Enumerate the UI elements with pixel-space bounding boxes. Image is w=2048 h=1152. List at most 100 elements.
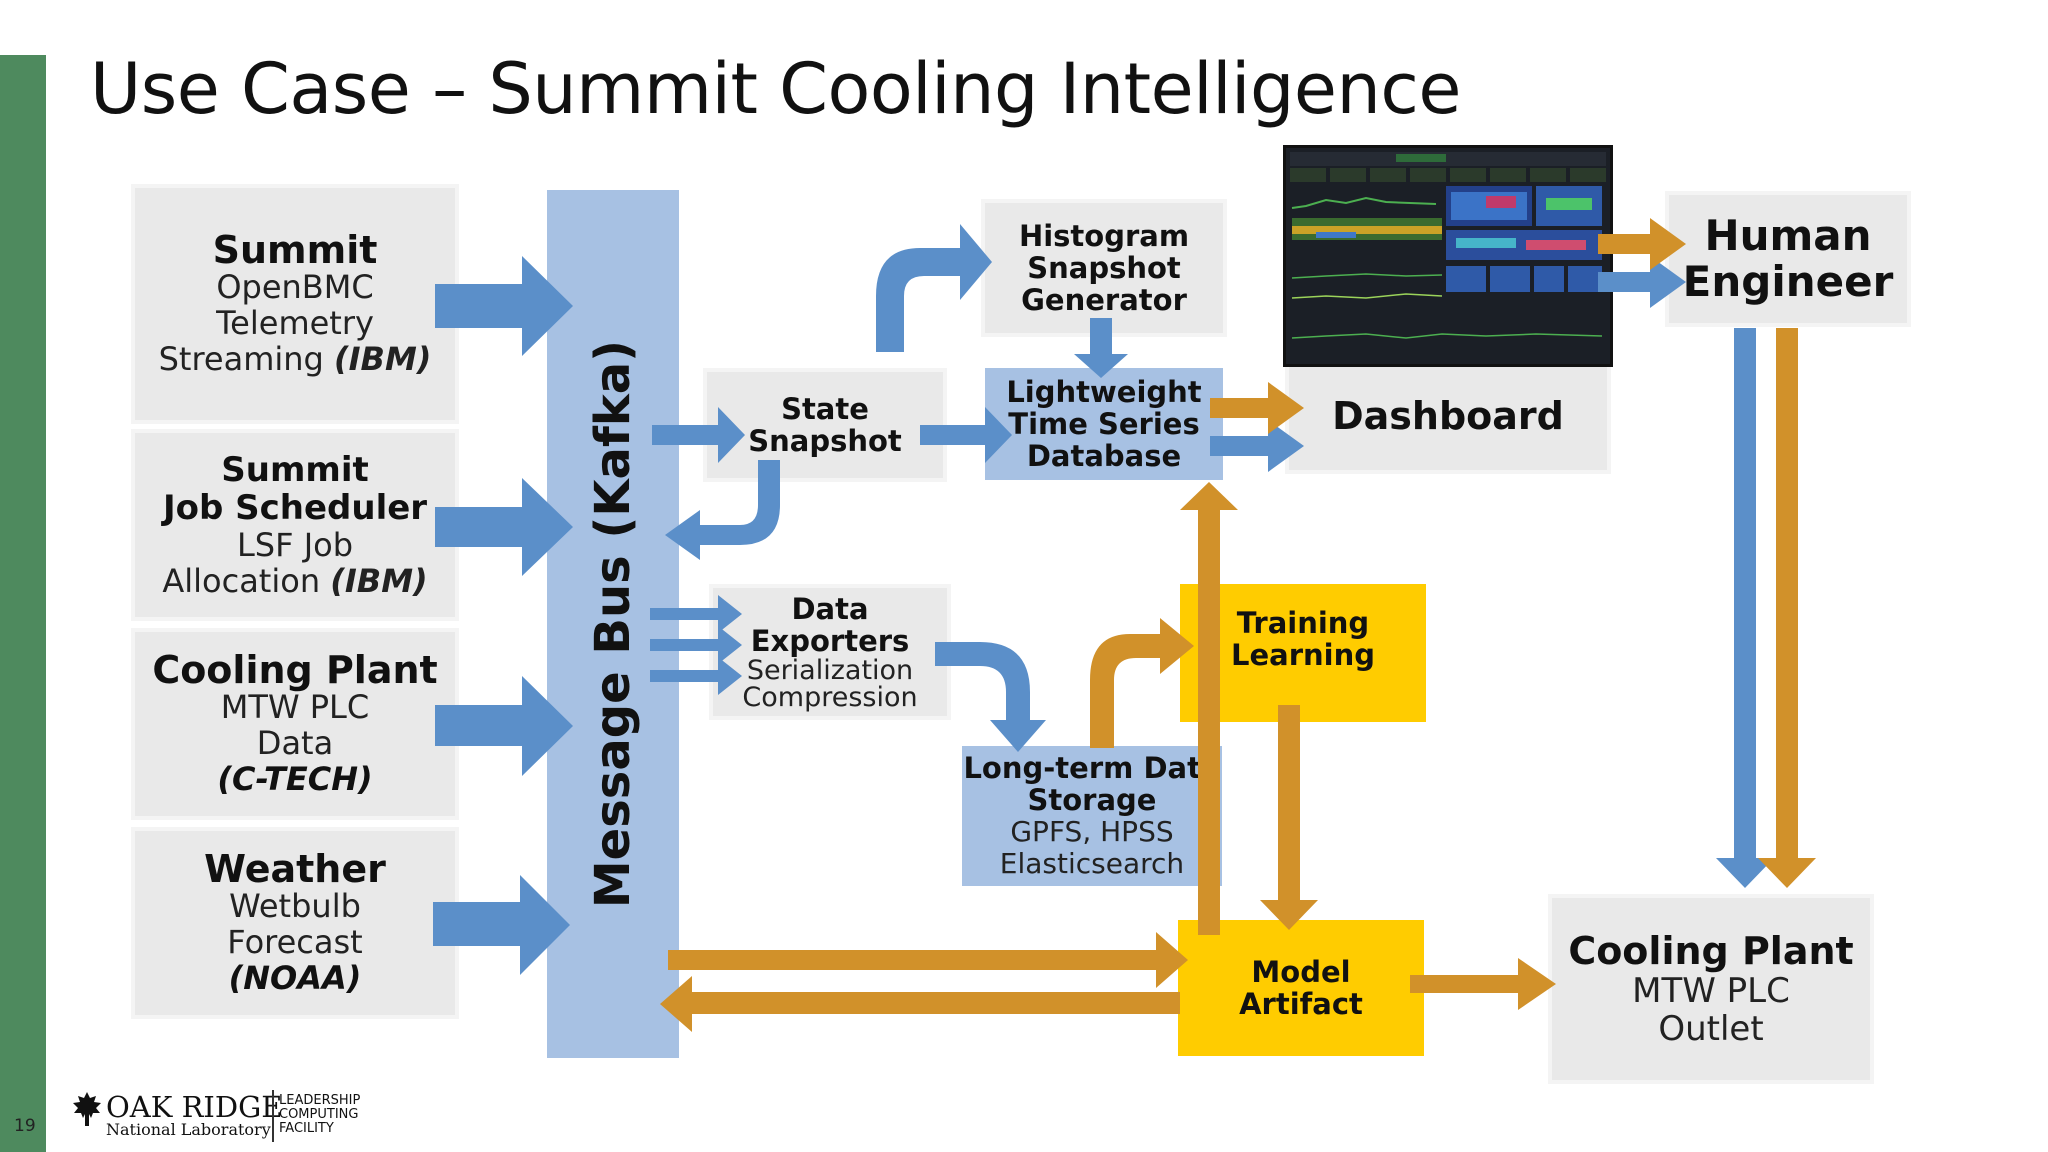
arrow-state-to-tsdb <box>920 407 1012 463</box>
node-line: Training <box>1236 606 1370 640</box>
node-line: Human <box>1704 211 1872 260</box>
arrow-state-to-bus <box>665 460 780 560</box>
source-org: (IBM) <box>330 562 428 600</box>
arrow-training-to-model <box>1260 705 1318 930</box>
model-artifact-box: Model Artifact <box>1178 920 1424 1056</box>
node-sub: Compression <box>742 682 918 713</box>
slide-title: Use Case – Summit Cooling Intelligence <box>90 48 1461 130</box>
node-sub: Elasticsearch <box>999 847 1185 880</box>
logo-main-text: OAK RIDGE <box>106 1090 283 1124</box>
arrow-dashboard-to-human-blue <box>1598 256 1686 308</box>
arrow-bus-to-state <box>652 407 745 463</box>
source-weather: Weather Wetbulb Forecast (NOAA) <box>135 831 455 1015</box>
arrow-source-1-to-bus <box>435 256 573 356</box>
node-line: Snapshot <box>748 424 902 458</box>
time-series-database-box: Lightweight Time Series Database <box>985 368 1223 480</box>
source-title: Cooling Plant <box>152 648 438 692</box>
message-bus: Message Bus (Kafka) <box>547 190 679 1058</box>
dashboard-box: Dashboard <box>1289 362 1607 470</box>
source-line: Allocation (IBM) <box>162 563 427 599</box>
node-line: Artifact <box>1239 987 1363 1021</box>
source-line-plain: Allocation <box>162 562 321 600</box>
node-line: Model <box>1251 955 1351 989</box>
source-title: Summit <box>221 450 369 490</box>
arrow-histogram-to-tsdb <box>1074 318 1128 378</box>
node-line: Learning <box>1230 638 1375 672</box>
arrow-storage-to-training <box>1090 618 1194 748</box>
source-line-plain: Streaming <box>158 340 324 378</box>
source-title-2: Job Scheduler <box>162 488 428 528</box>
long-term-storage-box: Long-term Data Storage GPFS, HPSS Elasti… <box>962 746 1222 886</box>
node-line: Data <box>791 592 869 626</box>
source-title: Summit <box>212 228 378 272</box>
dashboard-label: Dashboard <box>1332 394 1564 438</box>
arrow-source-4-to-bus <box>433 875 570 975</box>
data-exporters-box: Data Exporters Serialization Compression <box>713 588 947 716</box>
node-line: Lightweight <box>1006 375 1202 409</box>
node-sub: Serialization <box>746 655 914 686</box>
histogram-generator-box: Histogram Snapshot Generator <box>985 203 1223 333</box>
node-line: Storage <box>1027 783 1157 817</box>
arrow-bus-to-exporters-2 <box>650 626 742 664</box>
source-summit-job-scheduler: Summit Job Scheduler LSF Job Allocation … <box>135 433 455 617</box>
source-org: (NOAA) <box>228 959 362 997</box>
sidebar-accent <box>0 55 46 1152</box>
logo-divider <box>272 1090 274 1142</box>
node-line: Database <box>1026 439 1182 473</box>
source-line: Wetbulb <box>229 887 361 925</box>
source-line: Forecast <box>227 923 363 961</box>
arrow-model-to-tsdb <box>1180 482 1238 935</box>
cooling-plant-outlet-box: Cooling Plant MTW PLC Outlet <box>1552 898 1870 1080</box>
arrow-source-2-to-bus <box>435 478 573 576</box>
source-title: Weather <box>204 847 386 891</box>
node-sub: GPFS, HPSS <box>1010 815 1174 848</box>
source-line: Streaming (IBM) <box>159 341 432 377</box>
node-line: Time Series <box>1008 407 1200 441</box>
arrow-dashboard-to-human-gold <box>1598 218 1686 270</box>
node-line: Exporters <box>750 624 910 658</box>
arrow-bus-to-exporters-1 <box>650 595 742 633</box>
state-snapshot-box: State Snapshot <box>707 372 943 478</box>
source-org: (C-TECH) <box>217 760 373 798</box>
node-line: Long-term Data <box>963 751 1221 785</box>
source-summit-openbmc: Summit OpenBMC Telemetry Streaming (IBM) <box>135 188 455 420</box>
oak-tree-icon <box>73 1092 101 1126</box>
arrow-model-to-outlet <box>1410 958 1556 1010</box>
logo-facility-text: LEADERSHIP COMPUTING FACILITY <box>279 1094 360 1136</box>
logo-facility-line: LEADERSHIP <box>279 1093 361 1108</box>
training-learning-box: Training Learning <box>1180 584 1426 722</box>
arrow-model-to-bus <box>660 976 1180 1032</box>
dashboard-screenshot-graphic <box>1286 148 1610 364</box>
arrow-exporters-to-storage <box>935 642 1046 752</box>
source-line: Data <box>256 724 334 762</box>
arrow-tsdb-to-dashboard-blue <box>1210 420 1304 472</box>
source-line: MTW PLC <box>220 688 370 726</box>
arrow-human-to-outlet-blue <box>1716 328 1774 888</box>
logo-sub-text: National Laboratory <box>106 1120 271 1139</box>
logo-facility-line: COMPUTING <box>279 1107 359 1122</box>
arrow-bus-to-exporters-3 <box>650 657 742 695</box>
node-line: Engineer <box>1682 257 1894 306</box>
node-line: Snapshot <box>1027 251 1181 285</box>
source-line: OpenBMC <box>216 268 374 306</box>
logo-facility-line: FACILITY <box>279 1121 334 1136</box>
outlet-title: Cooling Plant <box>1568 929 1854 973</box>
node-line: Histogram <box>1018 219 1190 253</box>
outlet-sub: MTW PLC <box>1632 971 1790 1011</box>
dashboard-screenshot <box>1283 145 1613 367</box>
node-line: State <box>781 392 869 426</box>
page-number: 19 <box>14 1116 36 1136</box>
outlet-sub: Outlet <box>1658 1009 1764 1049</box>
arrow-tsdb-to-dashboard-gold <box>1210 382 1304 434</box>
arrow-source-3-to-bus <box>435 676 573 776</box>
node-line: Generator <box>1021 283 1187 317</box>
human-engineer-box: Human Engineer <box>1669 195 1907 323</box>
source-line: LSF Job <box>236 526 354 564</box>
arrow-human-to-outlet-gold <box>1758 328 1816 888</box>
arrow-to-histogram <box>876 224 992 352</box>
arrow-bus-to-model <box>668 932 1188 988</box>
source-org: (IBM) <box>334 340 432 378</box>
source-cooling-plant: Cooling Plant MTW PLC Data (C-TECH) <box>135 632 455 816</box>
source-line: Telemetry <box>216 304 374 342</box>
